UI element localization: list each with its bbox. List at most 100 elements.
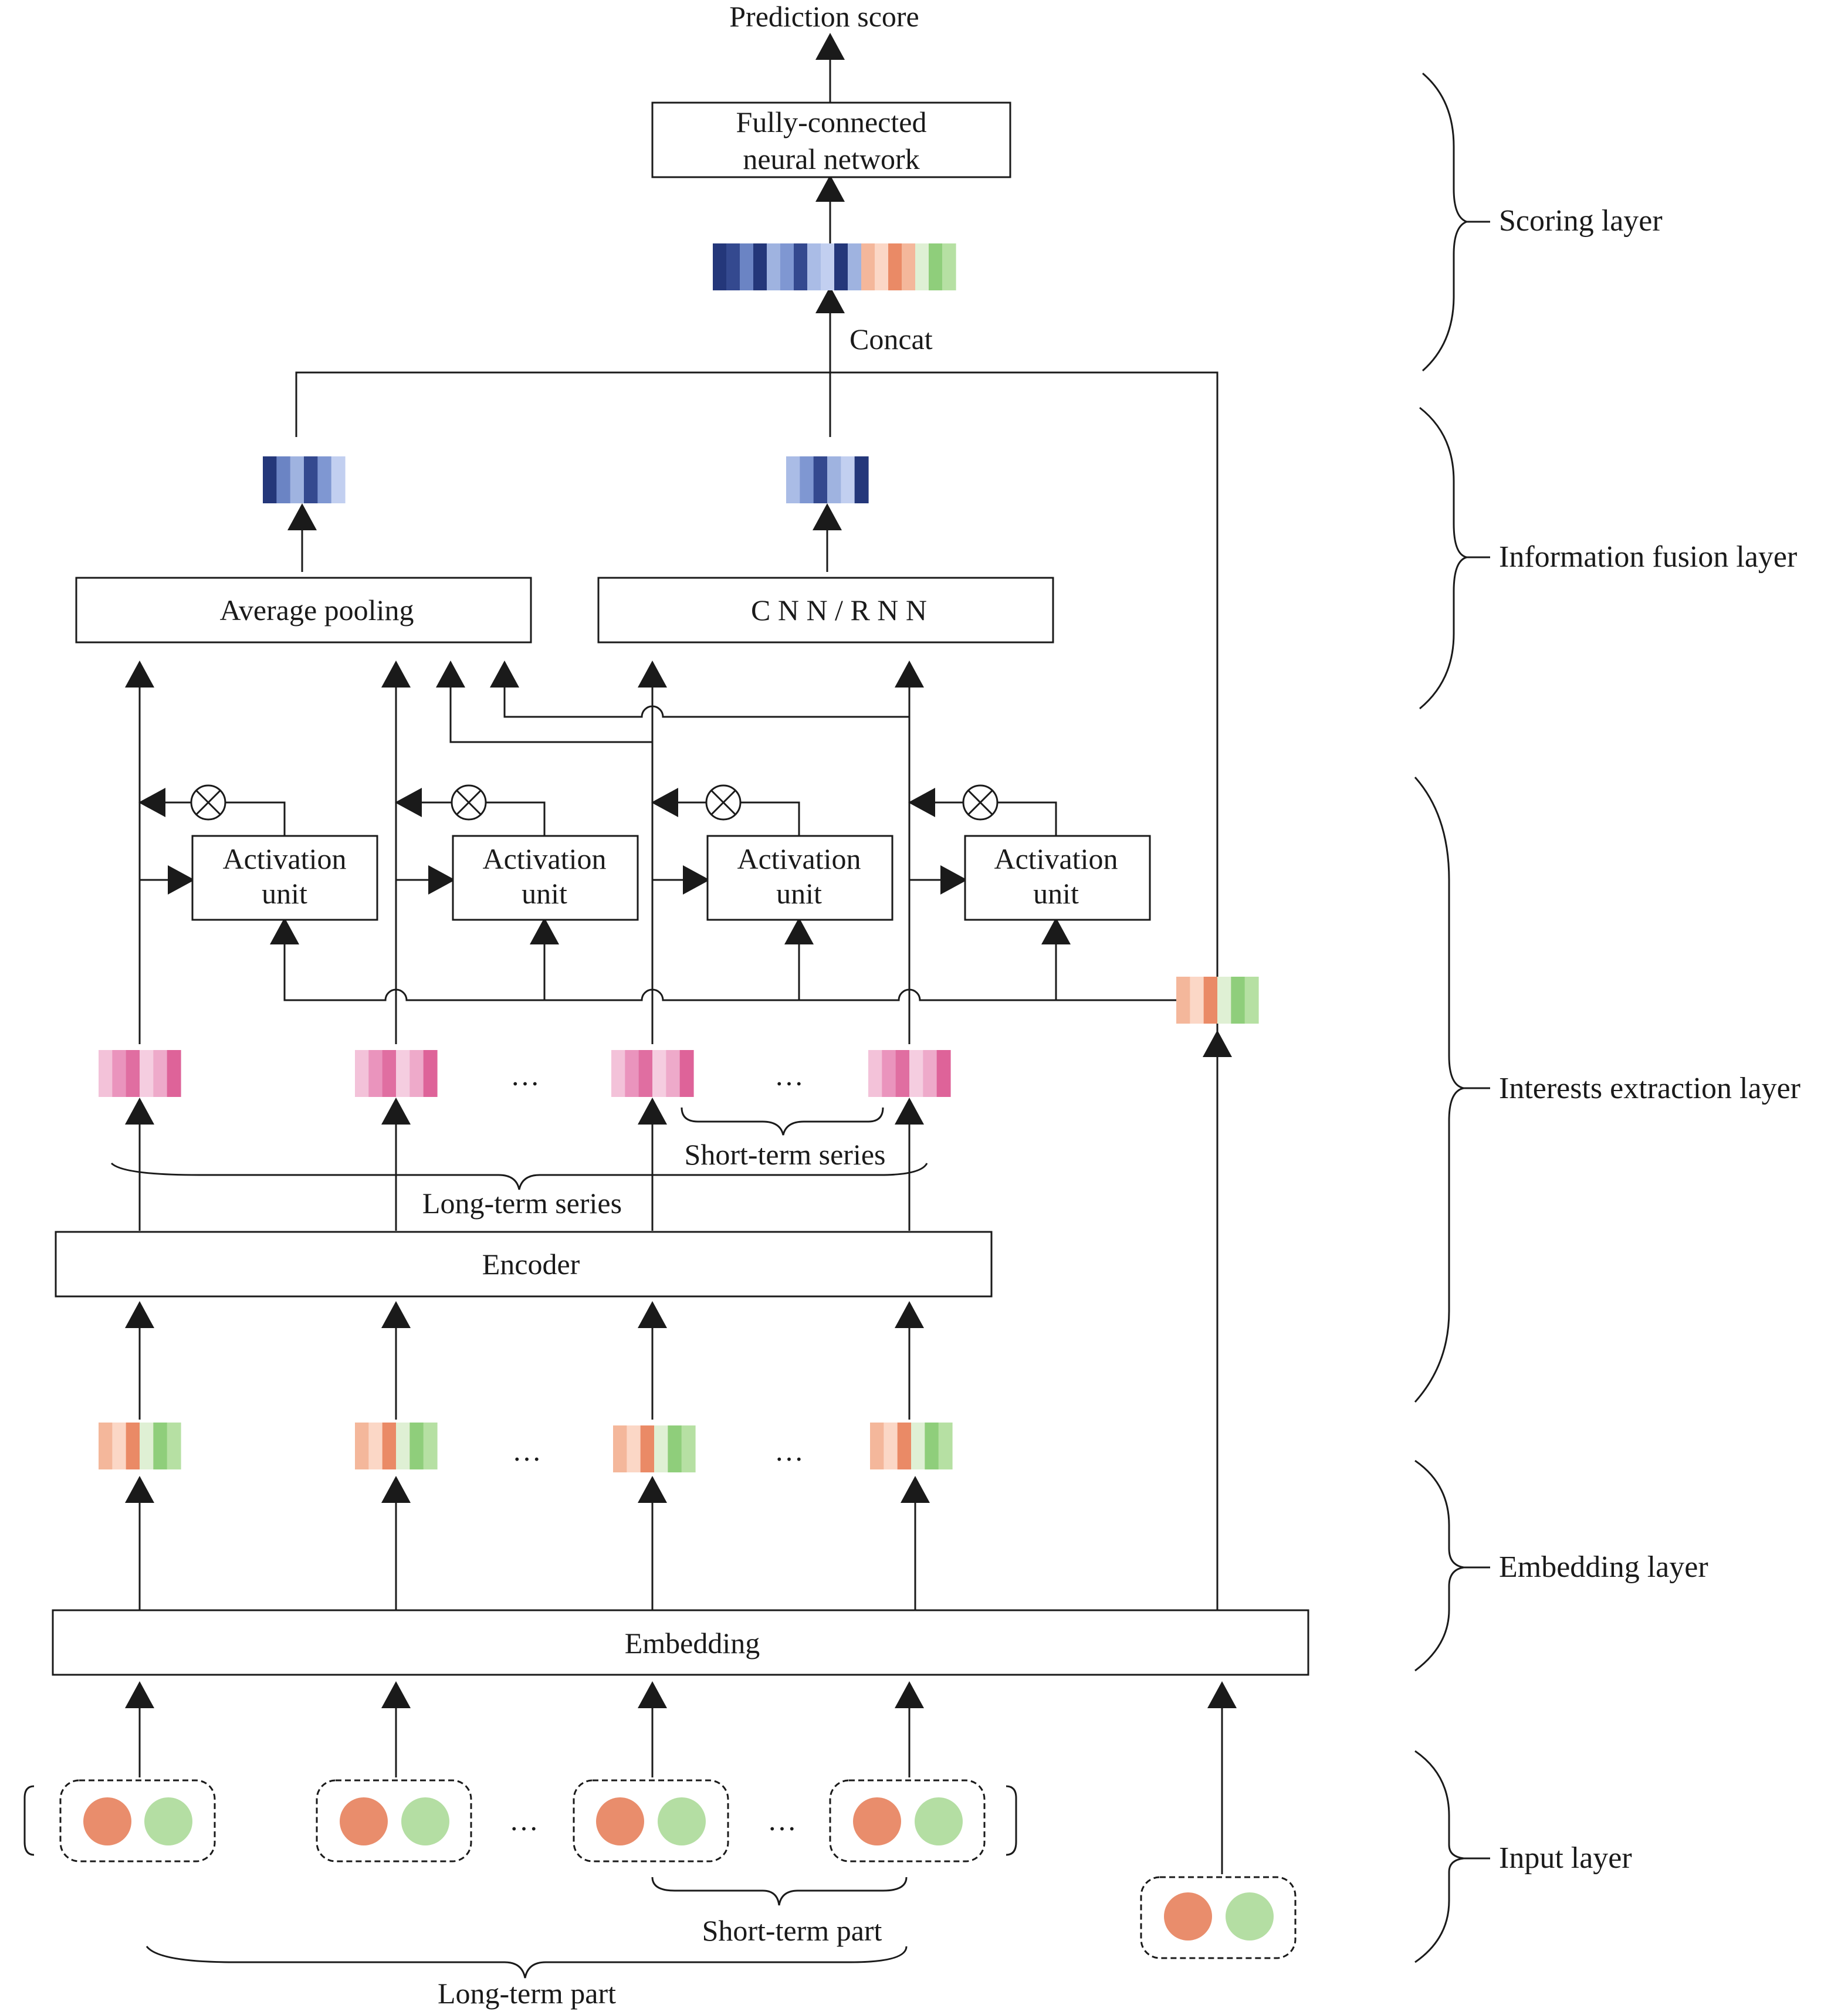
vector-cell [304,456,318,503]
vector-cell [355,1423,369,1469]
long-term-series-brace [110,1162,928,1190]
activation-unit-4: Activation unit [964,835,1151,921]
multiply-icon [705,784,742,821]
dot [401,1797,449,1845]
ellipsis: … [774,1059,804,1092]
vector-cell [126,1423,140,1469]
act4-to-multiply [997,801,1057,836]
multiply-icon [962,784,999,821]
interests-extraction-layer-label: Interests extraction layer [1499,1072,1800,1105]
vector-cell [99,1423,113,1469]
activation-label-unit: unit [1033,877,1079,910]
dot [915,1797,963,1845]
vector-cell [276,456,291,503]
vector-cell [112,1423,127,1469]
vector-cell [875,243,889,290]
dot [1226,1892,1274,1941]
short-term-series-label: Short-term series [685,1138,886,1171]
activation-label-unit: unit [522,877,567,910]
interests-extraction-layer-brace [1414,777,1490,1403]
candidate-feed-line [270,917,1176,1001]
branch-short-to-avgpool-1 [436,661,652,743]
dot [596,1797,644,1845]
vector-cell [848,243,862,290]
vector-cell [1231,977,1245,1024]
input-item-3 [573,1779,729,1862]
vector-cell [753,243,767,290]
embedding-box: Embedding [52,1609,1309,1676]
branch-short-to-avgpool-2 [490,661,909,718]
encoder-label: Encoder [482,1248,580,1281]
vector-cell [423,1423,438,1469]
vector-cell [382,1050,397,1097]
vector-cell [1217,977,1231,1024]
avg-pooling-label: Average pooling [220,594,414,626]
vector-cell [368,1050,383,1097]
vector-cell [317,456,332,503]
layer-annotations: Scoring layer Information fusion layer I… [1414,72,1800,1963]
short-term-part-brace [651,1877,908,1906]
fc-label-1: Fully-connected [736,106,927,138]
candidate-input-item [1140,1876,1297,1959]
cnn-rnn-label: C N N / R N N [751,594,927,626]
scoring-layer-brace [1422,72,1490,372]
activation-unit-1: Activation unit [191,835,378,921]
vector-cell [726,243,740,290]
vector-cell [112,1050,127,1097]
vector-cell [666,1050,681,1097]
vector-cell [868,1050,882,1097]
vector-cell [909,1050,923,1097]
act3-to-multiply [740,801,800,836]
vector-cell [740,243,754,290]
dot [83,1797,131,1845]
final-concat-vector [713,243,956,290]
vector-cell [409,1423,424,1469]
embedding-layer-label: Embedding layer [1499,1550,1708,1584]
vector-cell [368,1423,383,1469]
fc-label-2: neural network [743,143,919,175]
vector-cell [929,243,943,290]
vector-cell [923,1050,937,1097]
vector-cell [638,1050,653,1097]
avg-pooling-box: Average pooling [75,577,532,644]
embedding-layer-brace [1414,1459,1490,1672]
act1-to-multiply [225,801,286,836]
fc-box: Fully-connected neural network [651,101,1011,178]
dot [853,1797,901,1845]
vector-cell [167,1050,181,1097]
activation-label: Activation [482,842,606,875]
vector-cell [902,243,916,290]
activation-label: Activation [737,842,861,875]
dot [144,1797,192,1845]
connectors [125,33,1237,1874]
prediction-score-label: Prediction score [729,0,919,33]
vector-cell [126,1050,140,1097]
vector-cell [827,456,841,503]
vector-cell [409,1050,424,1097]
vector-cell [140,1423,154,1469]
vector-cell [679,1050,694,1097]
multiply-icon [190,784,226,821]
information-fusion-layer-label: Information fusion layer [1499,540,1797,574]
vector-cell [1244,977,1259,1024]
vector-cell [1203,977,1218,1024]
sequence-left-bracket [23,1785,35,1856]
vector-cell [640,1425,655,1472]
vector-cell [652,1050,666,1097]
vector-cell [627,1425,641,1472]
vector-cell [786,456,800,503]
vector-cell [140,1050,154,1097]
vector-cell [936,1050,951,1097]
vector-cell [382,1423,397,1469]
vector-cell [153,1050,168,1097]
vector-cell [613,1425,627,1472]
activation-label: Activation [994,842,1118,875]
vector-cell [794,243,808,290]
fused-short-vector [786,456,869,503]
vector-cell [861,243,875,290]
interest-vectors [99,1050,951,1097]
vector-cell [938,1423,953,1469]
vector-cell [1190,977,1204,1024]
long-term-part-brace [145,1946,908,1979]
